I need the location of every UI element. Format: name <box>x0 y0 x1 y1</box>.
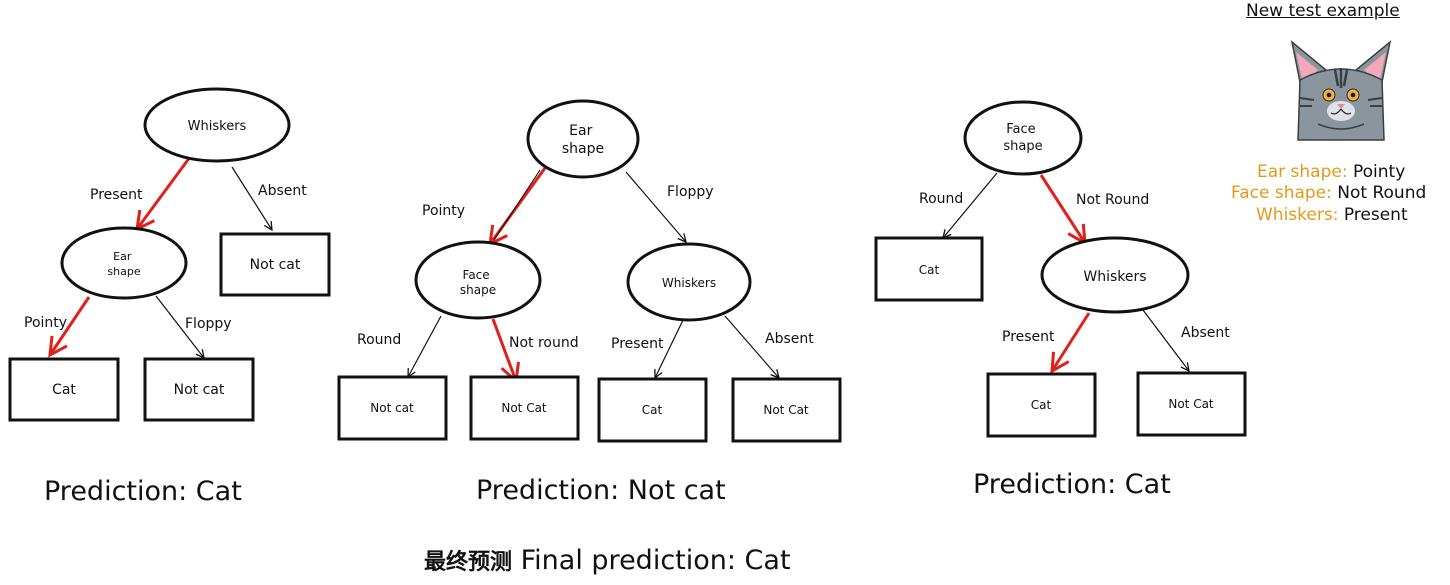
edge-label-floppy: Floppy <box>667 184 714 200</box>
leaf-label: Not Cat <box>1168 397 1214 411</box>
decision-node-whiskers <box>1040 236 1190 314</box>
feature-key: Ear shape: <box>1257 162 1348 182</box>
node-line: shape <box>460 283 496 297</box>
leaf-label: Not Cat <box>763 403 809 417</box>
node-label-whiskers: Whiskers <box>1083 269 1146 285</box>
edge-label-not-round: Not round <box>509 335 579 351</box>
node-line: Ear <box>569 123 592 139</box>
edge-label-not-round: Not Round <box>1076 192 1149 208</box>
node-line: shape <box>1003 139 1042 154</box>
edge-label-present: Present <box>90 187 143 203</box>
node-label-ear-shape: Ear shape <box>562 123 604 157</box>
feature-whiskers: Whiskers: Present <box>1256 205 1408 225</box>
node-line: Whiskers <box>1083 269 1146 285</box>
feature-key: Face shape: <box>1231 183 1332 203</box>
leaf-label: Cat <box>919 263 940 277</box>
edge-label-absent: Absent <box>1181 325 1230 341</box>
edge-pointy-thin <box>493 169 541 241</box>
leaf-not-cat <box>469 375 580 441</box>
edge-not-round <box>491 318 516 381</box>
decision-node-whiskers <box>143 87 291 163</box>
leaf-label: Cat <box>52 382 76 398</box>
cat-face-icon <box>1290 40 1392 141</box>
new-test-title: New test example <box>1246 1 1400 21</box>
prediction-tree-2: Prediction: Not cat <box>476 475 726 506</box>
edge-round <box>943 172 998 238</box>
node-label-face-shape: Face shape <box>1003 122 1042 154</box>
leaf-not-cat <box>731 377 842 443</box>
edge-label-round: Round <box>919 191 963 207</box>
leaf-not-cat <box>143 357 255 422</box>
edge-label-floppy: Floppy <box>185 316 232 332</box>
edge-floppy <box>155 295 204 358</box>
edge-label-absent: Absent <box>258 183 307 199</box>
final-prediction-zh: 最终预测 <box>424 550 513 575</box>
node-line: Whiskers <box>188 119 247 134</box>
decision-node-whiskers <box>626 242 752 322</box>
tree-3: Round Not Round Present Absent Face shap… <box>874 100 1247 438</box>
prediction-tree-1: Prediction: Cat <box>44 476 242 507</box>
leaf-cat <box>986 372 1097 438</box>
leaf-label: Cat <box>642 403 663 417</box>
feature-key: Whiskers: <box>1256 205 1339 225</box>
edge-label-absent: Absent <box>765 331 814 347</box>
edge-absent <box>231 166 272 230</box>
edge-not-round <box>1039 174 1085 243</box>
leaf-cat <box>874 236 984 302</box>
edge-pointy <box>50 296 91 355</box>
leaf-label: Not cat <box>174 382 225 398</box>
edge-floppy <box>625 171 686 242</box>
node-label-ear-shape: Ear shape <box>107 250 140 278</box>
edge-present <box>655 317 685 378</box>
edge-present <box>1052 312 1091 371</box>
decision-node-ear-shape <box>526 99 640 179</box>
edge-label-pointy: Pointy <box>422 203 465 219</box>
final-prediction: 最终预测 Final prediction: Cat <box>424 544 791 576</box>
decision-node-ear-shape <box>60 226 188 300</box>
prediction-tree-3: Prediction: Cat <box>973 469 1171 500</box>
edge-absent <box>1142 309 1189 371</box>
feature-value: Not Round <box>1337 183 1427 203</box>
leaf-not-cat <box>337 375 448 441</box>
node-line: shape <box>107 265 140 278</box>
edge-label-pointy: Pointy <box>24 315 67 331</box>
leaf-label: Cat <box>1031 398 1052 412</box>
feature-value: Present <box>1343 205 1408 225</box>
edge-label-present: Present <box>1002 329 1055 345</box>
edge-round <box>408 315 442 377</box>
leaf-cat <box>597 377 708 443</box>
decision-node-face-shape <box>963 100 1083 176</box>
tree-1: Present Absent Pointy Floppy Whiskers Ea… <box>8 87 331 422</box>
leaf-not-cat <box>219 232 331 297</box>
node-line: Face <box>463 268 490 282</box>
leaf-label: Not Cat <box>501 401 547 415</box>
leaf-label: Not cat <box>250 257 301 273</box>
edge-present <box>137 156 192 229</box>
tree-2: Pointy Floppy Round Not round Present Ab… <box>337 99 842 443</box>
node-line: Whiskers <box>662 276 716 290</box>
feature-ear-shape: Ear shape: Pointy <box>1257 162 1405 182</box>
node-label-whiskers: Whiskers <box>188 119 247 134</box>
feature-face-shape: Face shape: Not Round <box>1231 183 1426 203</box>
node-line: Ear <box>113 250 132 263</box>
edge-label-present: Present <box>611 336 664 352</box>
node-label-face-shape: Face shape <box>460 268 496 297</box>
node-label-whiskers: Whiskers <box>662 276 716 290</box>
decision-node-face-shape <box>414 240 542 320</box>
leaf-cat <box>8 357 120 422</box>
edge-label-round: Round <box>357 332 401 348</box>
leaf-label: Not cat <box>370 401 414 415</box>
edge-absent <box>724 315 779 378</box>
feature-value: Pointy <box>1352 162 1406 182</box>
node-line: shape <box>562 141 604 157</box>
final-prediction-text: Final prediction: Cat <box>520 545 791 576</box>
node-line: Face <box>1006 122 1035 137</box>
leaf-not-cat <box>1136 371 1247 437</box>
